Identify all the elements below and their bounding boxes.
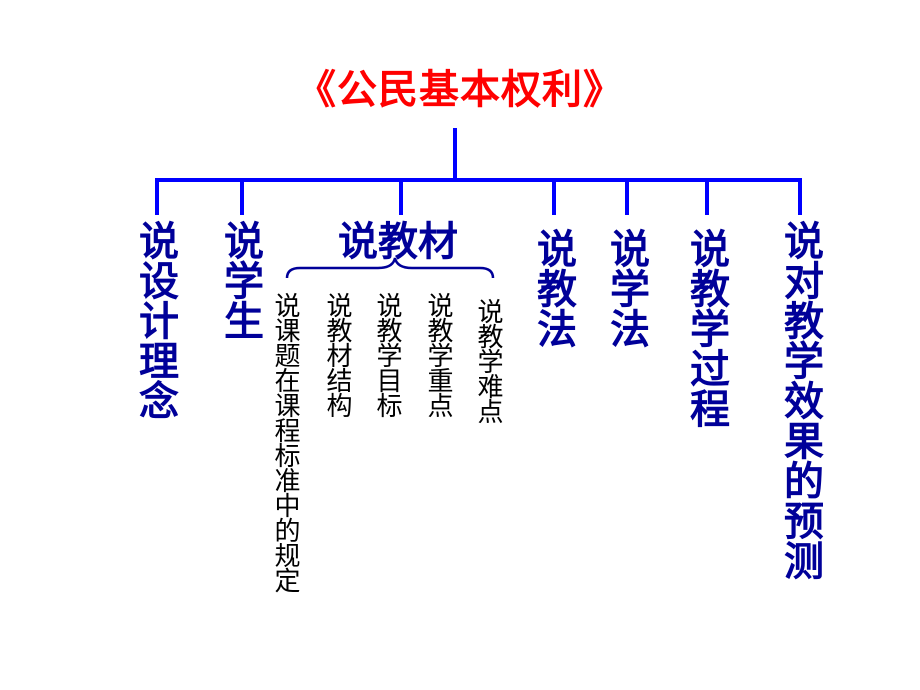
sub-difficult-points: 说教学难点 (473, 298, 503, 423)
sub-material-structure: 说教材结构 (322, 292, 352, 417)
branch-design-concept: 说设计理念 (132, 220, 178, 420)
branch-learning-methods: 说学法 (603, 228, 649, 348)
sub-key-points: 说教学重点 (423, 292, 453, 417)
branch-teaching-materials: 说教材 (338, 219, 458, 265)
branch-teaching-process: 说教学过程 (683, 228, 729, 428)
curly-brace (285, 257, 495, 279)
sub-curriculum-standard: 说课题在课程标准中的规定 (270, 292, 300, 592)
branch-effect-prediction: 说对教学效果的预测 (777, 220, 823, 580)
branch-teaching-methods: 说教法 (530, 228, 576, 348)
branch-students: 说学生 (217, 220, 263, 340)
root-title: 《公民基本权利》 (296, 67, 624, 113)
sub-teaching-objectives: 说教学目标 (372, 292, 402, 417)
